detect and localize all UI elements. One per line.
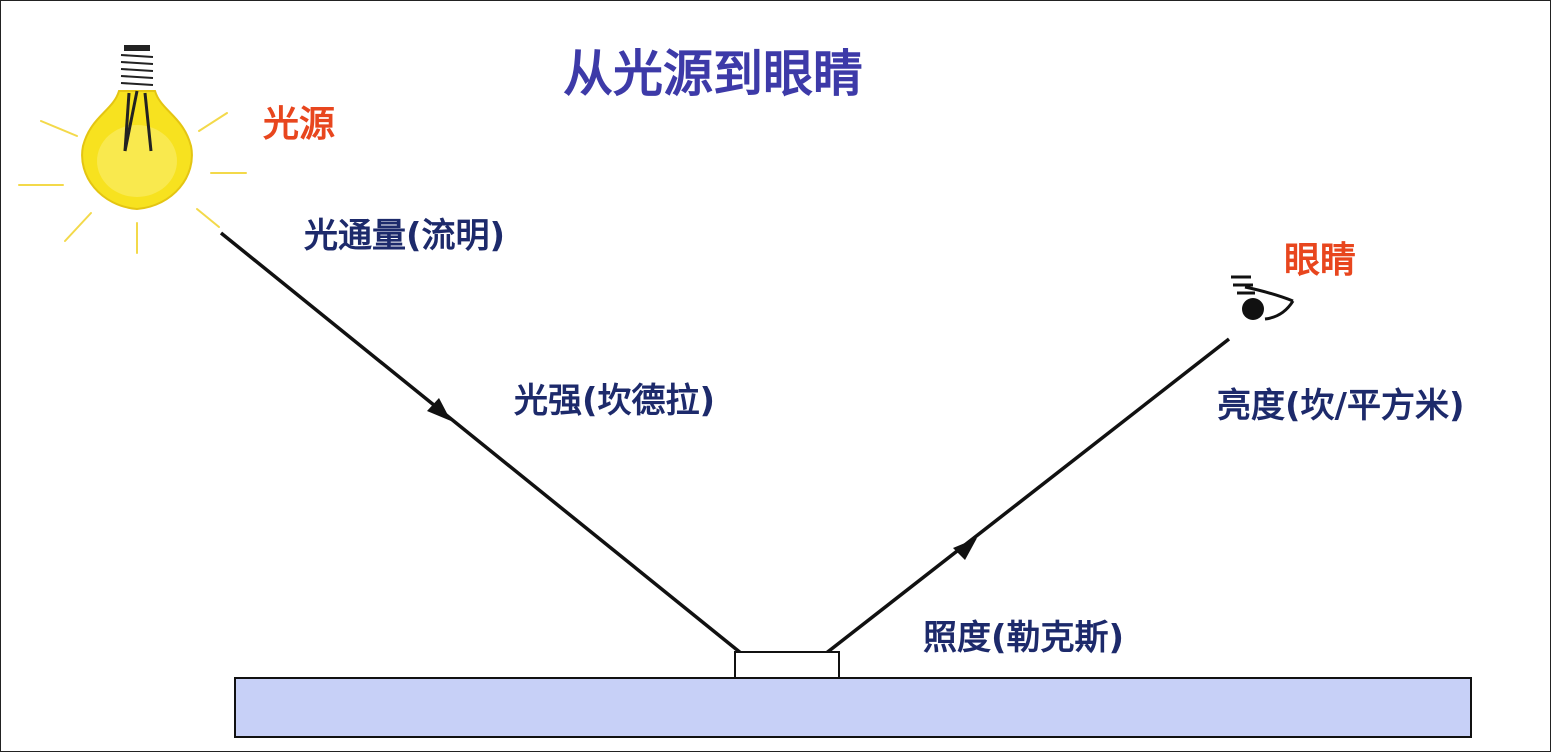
luminance-label: 亮度(坎/平方米)	[1217, 386, 1465, 426]
light-source-label: 光源	[263, 104, 336, 145]
incident-ray	[219, 231, 775, 681]
luminous-intensity-label: 光强(坎德拉)	[514, 381, 716, 421]
eye-label: 眼睛	[1284, 240, 1357, 281]
bulb-filament	[123, 90, 153, 152]
luminous-flux-label: 光通量(流明)	[304, 216, 506, 256]
eye-icon	[1231, 275, 1295, 321]
incident-ray-arrowhead	[427, 398, 451, 421]
illuminance-patch	[734, 651, 840, 679]
reflected-ray-arrowhead	[953, 538, 977, 560]
lightbulb-icon	[18, 45, 247, 254]
reflected-ray	[791, 337, 1231, 681]
illuminance-label: 照度(勒克斯)	[923, 618, 1125, 658]
light-rays	[18, 112, 247, 254]
reflecting-surface	[234, 677, 1472, 738]
diagram-title: 从光源到眼睛	[563, 45, 863, 103]
bulb-screw-base	[120, 45, 154, 86]
